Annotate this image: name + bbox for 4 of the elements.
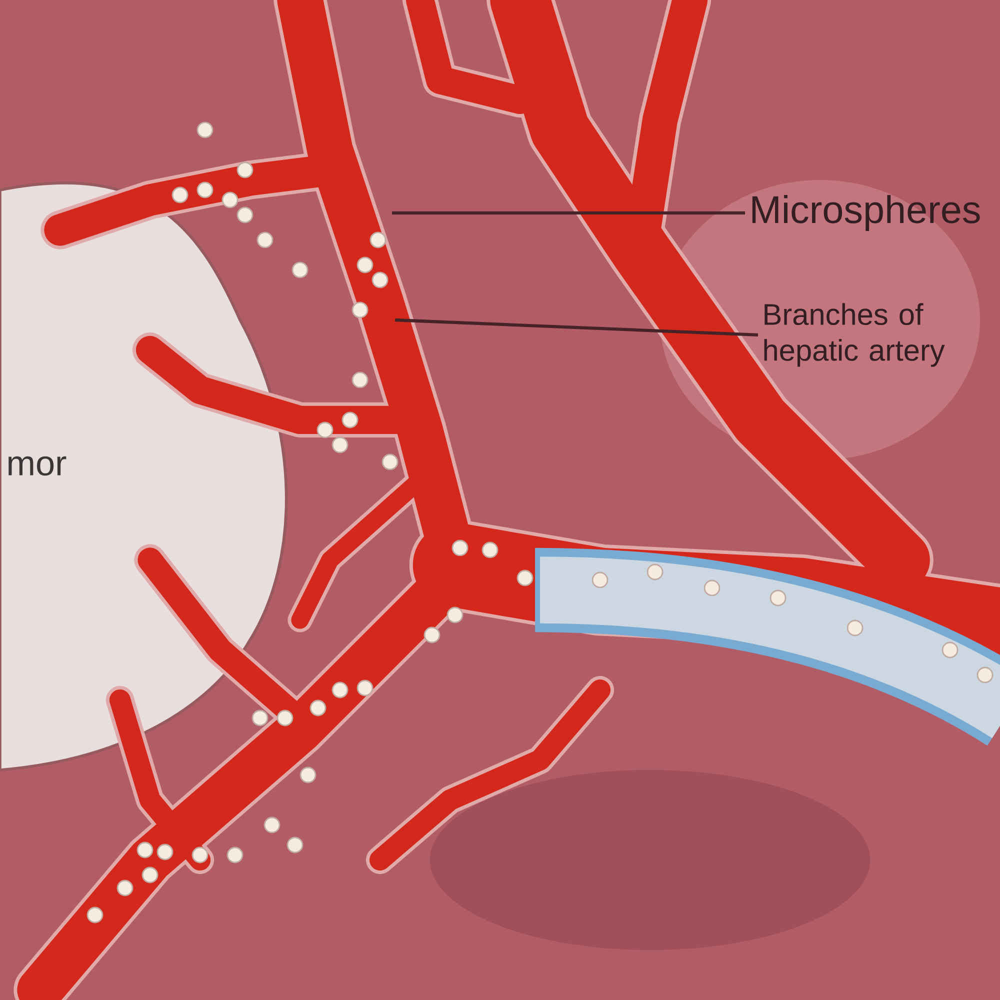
callout-label: Microspheres — [752, 194, 980, 231]
leader-line — [392, 211, 746, 215]
callout-label: Branches of hepatic artery — [764, 303, 945, 367]
tumor-label: mor — [8, 456, 66, 476]
